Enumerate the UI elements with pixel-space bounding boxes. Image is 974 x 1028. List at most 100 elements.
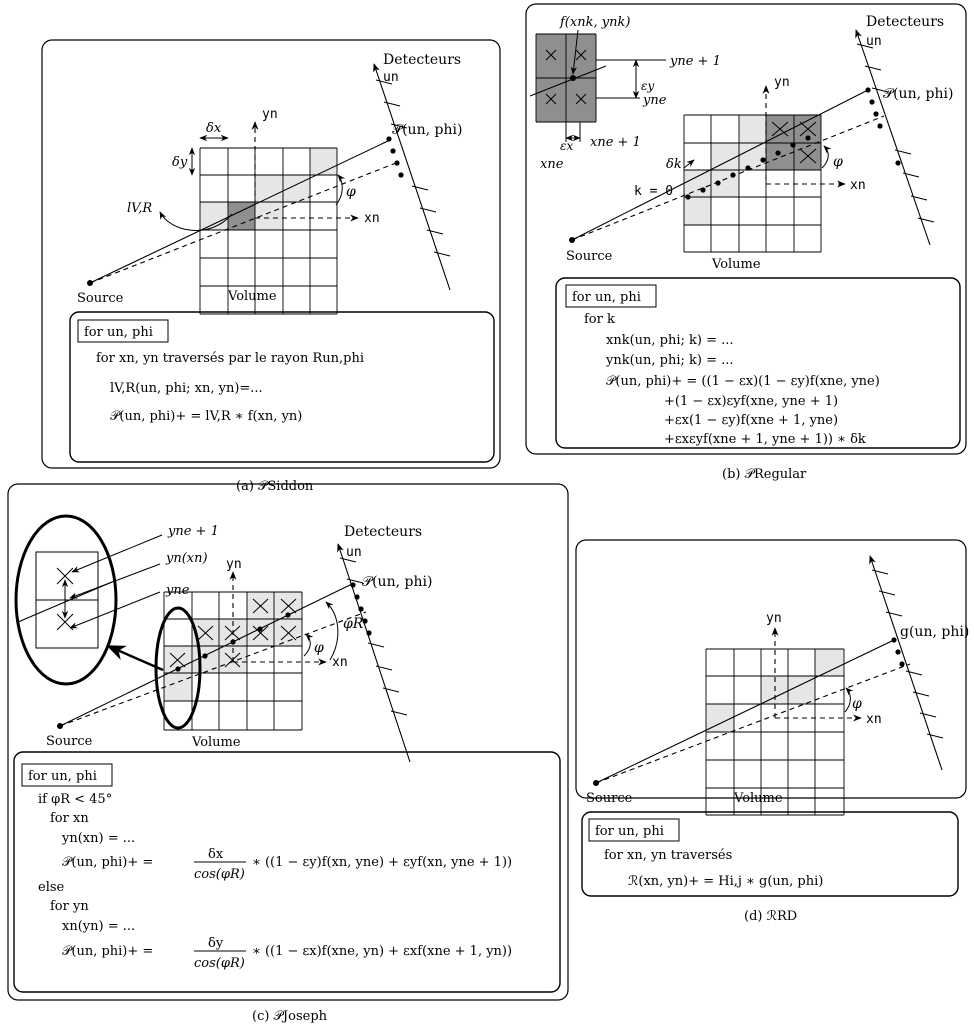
panel-b-source-label: Source <box>566 249 613 264</box>
panel-a-source-point <box>87 280 93 286</box>
panel-c-code-line6: for yn <box>50 899 89 914</box>
panel-c-volume-grid <box>163 591 303 731</box>
panel-b-code-line1: for k <box>584 312 615 327</box>
panel-b-sample-points <box>685 135 811 200</box>
panel-b-code-line5: +(1 − εx)εyf(xne, yne + 1) <box>664 394 838 409</box>
panel-a-code-header: for un, phi <box>84 325 153 340</box>
panel-c: yne + 1 yn(xn) yne Detecteurs un yn xn 𝒫… <box>7 483 569 1024</box>
panel-a-ray <box>89 139 391 284</box>
panel-c-code-line5: else <box>38 880 65 895</box>
panel-b-code-line6: +εx(1 − εy)f(xne + 1, yne) <box>664 413 838 428</box>
panel-c-yne-label: yne <box>165 583 190 598</box>
panel-c-code-line8-den: cos(φR) <box>194 956 245 971</box>
panel-c-code-line8-num: δy <box>208 936 224 951</box>
panel-d-volume-grid <box>705 648 845 816</box>
panel-a: Detecteurs un yn xn 𝒫(un, phi) δx δy lV,… <box>41 39 501 494</box>
panel-d-ray <box>595 639 895 784</box>
panel-c-yne1-label: yne + 1 <box>167 524 219 539</box>
panel-c-code: for un, phi if φR < 45° for xn yn(xn) = … <box>13 751 561 993</box>
panel-b-volume-grid <box>683 114 822 253</box>
panel-c-code-line8-rhs: ∗ ((1 − εx)f(xne, yn) + εxf(xne + 1, yn)… <box>252 944 512 959</box>
panel-b-frame <box>525 3 967 455</box>
panel-c-phi-arc <box>303 633 314 657</box>
panel-c-code-line3: yn(xn) = ... <box>61 831 135 846</box>
panel-a-detector <box>373 63 451 291</box>
panel-c-detectors-label: Detecteurs <box>344 524 422 540</box>
panel-c-code-line2: for xn <box>50 811 89 826</box>
panel-b-detector <box>855 29 935 246</box>
panel-b-phi-label: φ <box>833 154 843 170</box>
panel-b-detectors-label: Detecteurs <box>866 14 944 30</box>
panel-c-un-label: un <box>346 545 362 560</box>
panel-a-phi-arc <box>335 174 346 206</box>
panel-a-code-line3: 𝒫(un, phi)+ = lV,R ∗ f(xn, yn) <box>110 409 302 424</box>
panel-c-code-line4-num: δx <box>208 847 224 862</box>
panel-c-phi-r-arc <box>325 601 339 661</box>
panel-c-code-header: for un, phi <box>28 769 97 784</box>
panel-b-caption: (b) 𝒫Regular <box>722 467 807 482</box>
panel-b-code-line2: xnk(un, phi; k) = ... <box>606 333 734 348</box>
panel-c-phi-label: φ <box>314 640 324 656</box>
panel-c-zoom-inset <box>14 514 164 686</box>
panel-a-yn-label: yn <box>262 107 278 122</box>
panel-c-frame <box>7 483 569 1001</box>
panel-d-source-label: Source <box>586 791 633 806</box>
panel-d-phi-label: φ <box>852 696 862 712</box>
panel-b: f(xnk, ynk) yne + 1 εy yne εx xne xne + … <box>525 3 967 482</box>
panel-c-code-line4-den: cos(φR) <box>194 867 245 882</box>
panel-c-yn-label: yn <box>226 557 242 572</box>
panel-a-phi-label: φ <box>346 184 356 200</box>
panel-b-volume-label: Volume <box>711 257 761 272</box>
panel-c-volume-label: Volume <box>191 735 241 750</box>
panel-c-caption: (c) 𝒫Joseph <box>252 1009 328 1024</box>
panel-b-eps-y-label: εy <box>641 79 654 93</box>
panel-b-xne-label: xne <box>540 157 564 172</box>
panel-b-yne-label: yne <box>642 93 667 108</box>
panel-d-source-point <box>593 780 599 786</box>
panel-c-code-line4-rhs: ∗ ((1 − εy)f(xn, yne) + εyf(xn, yne + 1)… <box>252 855 512 870</box>
panel-c-highlight-ellipse <box>154 606 202 730</box>
panel-c-code-line1: if φR < 45° <box>38 792 112 807</box>
panel-c-code-line8-lhs: 𝒫(un, phi)+ = <box>62 944 153 959</box>
panel-d-g-label: g(un, phi) <box>900 624 969 640</box>
panel-b-ray-dashed <box>571 115 885 241</box>
panel-b-yne1-label: yne + 1 <box>669 54 721 69</box>
panel-a-ray-dashed <box>89 162 397 284</box>
panel-b-ray <box>571 90 867 241</box>
panel-d-ray-dashed <box>595 663 911 784</box>
panel-a-l-vr-arrow <box>159 211 233 231</box>
panel-c-phi-r-label: φR <box>343 616 364 632</box>
panel-a-xn-label: xn <box>364 211 380 226</box>
panel-b-proj-label: 𝒫(un, phi) <box>883 86 953 102</box>
panel-c-code-line7: xn(yn) = ... <box>62 919 135 934</box>
panel-d-volume-label: Volume <box>733 791 783 806</box>
panel-d-xn-label: xn <box>866 712 882 727</box>
panel-b-xn-label: xn <box>850 178 866 193</box>
panel-a-l-vr-label: lV,R <box>127 201 152 216</box>
panel-b-phi-arc <box>821 145 832 169</box>
panel-d-code-line2: ℛ(xn, yn)+ = Hi,j ∗ g(un, phi) <box>628 874 823 889</box>
panel-c-source-point <box>57 723 63 729</box>
panel-b-delta-k-arrow <box>683 159 695 169</box>
panel-c-source-label: Source <box>46 734 93 749</box>
panel-a-code: for un, phi for xn, yn traversés par le … <box>69 311 495 463</box>
panel-a-delta-x-label: δx <box>206 121 222 136</box>
panel-b-k0-label: k = 0 <box>634 184 673 199</box>
panel-c-xn-label: xn <box>332 655 348 670</box>
panel-a-volume-label: Volume <box>227 289 277 304</box>
panel-a-code-line1: for xn, yn traversés par le rayon Run,ph… <box>96 351 364 366</box>
panel-d-code-header: for un, phi <box>595 824 664 839</box>
panel-b-code: for un, phi for k xnk(un, phi; k) = ... … <box>555 277 961 449</box>
panel-a-delta-y-label: δy <box>172 155 188 170</box>
panel-b-code-header: for un, phi <box>572 290 641 305</box>
panel-a-code-line2: lV,R(un, phi; xn, yn)=... <box>110 381 263 396</box>
panel-b-un-label: un <box>866 34 882 49</box>
panel-c-sample-points <box>175 612 291 672</box>
panel-c-proj-label: 𝒫(un, phi) <box>362 574 432 590</box>
panel-a-proj-label: 𝒫(un, phi) <box>392 122 462 138</box>
panel-b-eps-x-label: εx <box>560 139 573 153</box>
panel-b-code-line7: +εxεyf(xne + 1, yne + 1)) ∗ δk <box>664 432 866 447</box>
panel-b-f-label: f(xnk, ynk) <box>559 15 630 30</box>
panel-b-zoom-inset <box>529 29 666 142</box>
